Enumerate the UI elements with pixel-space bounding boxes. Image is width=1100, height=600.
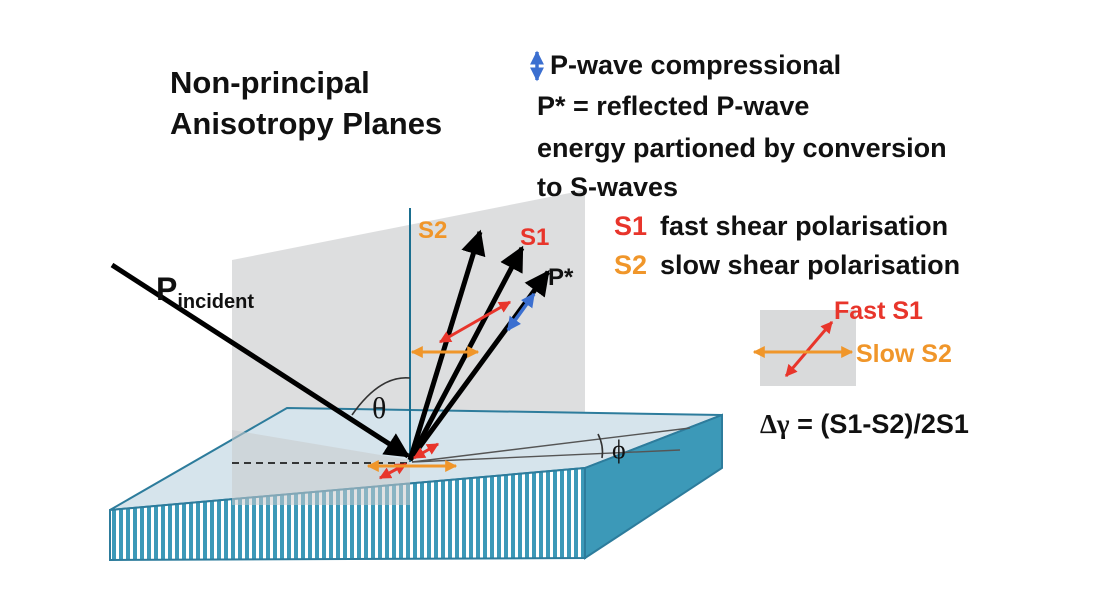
- theta-label: θ: [372, 392, 386, 425]
- anisotropy-formula: Δγ = (S1-S2)/2S1: [760, 409, 969, 439]
- legend-s1-text: fast shear polarisation: [660, 211, 948, 241]
- origin-s1-arrow-b: [412, 442, 440, 460]
- s1-ray-label: S1: [520, 224, 549, 251]
- legend-pstar-line-3: to S-waves: [537, 172, 678, 202]
- legend-pstar-line-1: P* = reflected P-wave: [537, 91, 809, 121]
- delta-gamma-symbol: Δγ: [760, 409, 790, 439]
- theta-arc: [351, 377, 411, 416]
- slab-side-face: [584, 413, 723, 560]
- s2-ray-label: S2: [418, 217, 447, 244]
- phi-label: ϕ: [612, 435, 626, 464]
- p-incident-main: P: [156, 271, 177, 307]
- legend-s2-key: S2: [614, 250, 647, 280]
- p-incident-label: Pincident: [156, 271, 254, 313]
- plane-intersection: [232, 430, 410, 505]
- formula-rhs: = (S1-S2)/2S1: [790, 409, 969, 439]
- legend-s1-key: S1: [614, 211, 647, 241]
- inset-slow-label: Slow S2: [856, 340, 952, 368]
- legend-pstar-line-2: energy partioned by conversion: [537, 133, 947, 163]
- incident-ray: [110, 262, 411, 459]
- pstar-ray-label: P*: [548, 264, 574, 291]
- inset-fast-label: Fast S1: [834, 297, 923, 325]
- legend-s2-text: slow shear polarisation: [660, 250, 960, 280]
- p-incident-subscript: incident: [177, 291, 254, 313]
- p-polarisation-arrow: [506, 292, 536, 332]
- phi-arc: [597, 433, 604, 459]
- legend-pwave-text: P-wave compressional: [550, 50, 841, 80]
- title-line-1: Non-principal: [170, 65, 370, 100]
- azimuth-line: [411, 427, 691, 463]
- title-line-2: Anisotropy Planes: [170, 106, 442, 141]
- s1-polarisation-arrow: [438, 300, 512, 344]
